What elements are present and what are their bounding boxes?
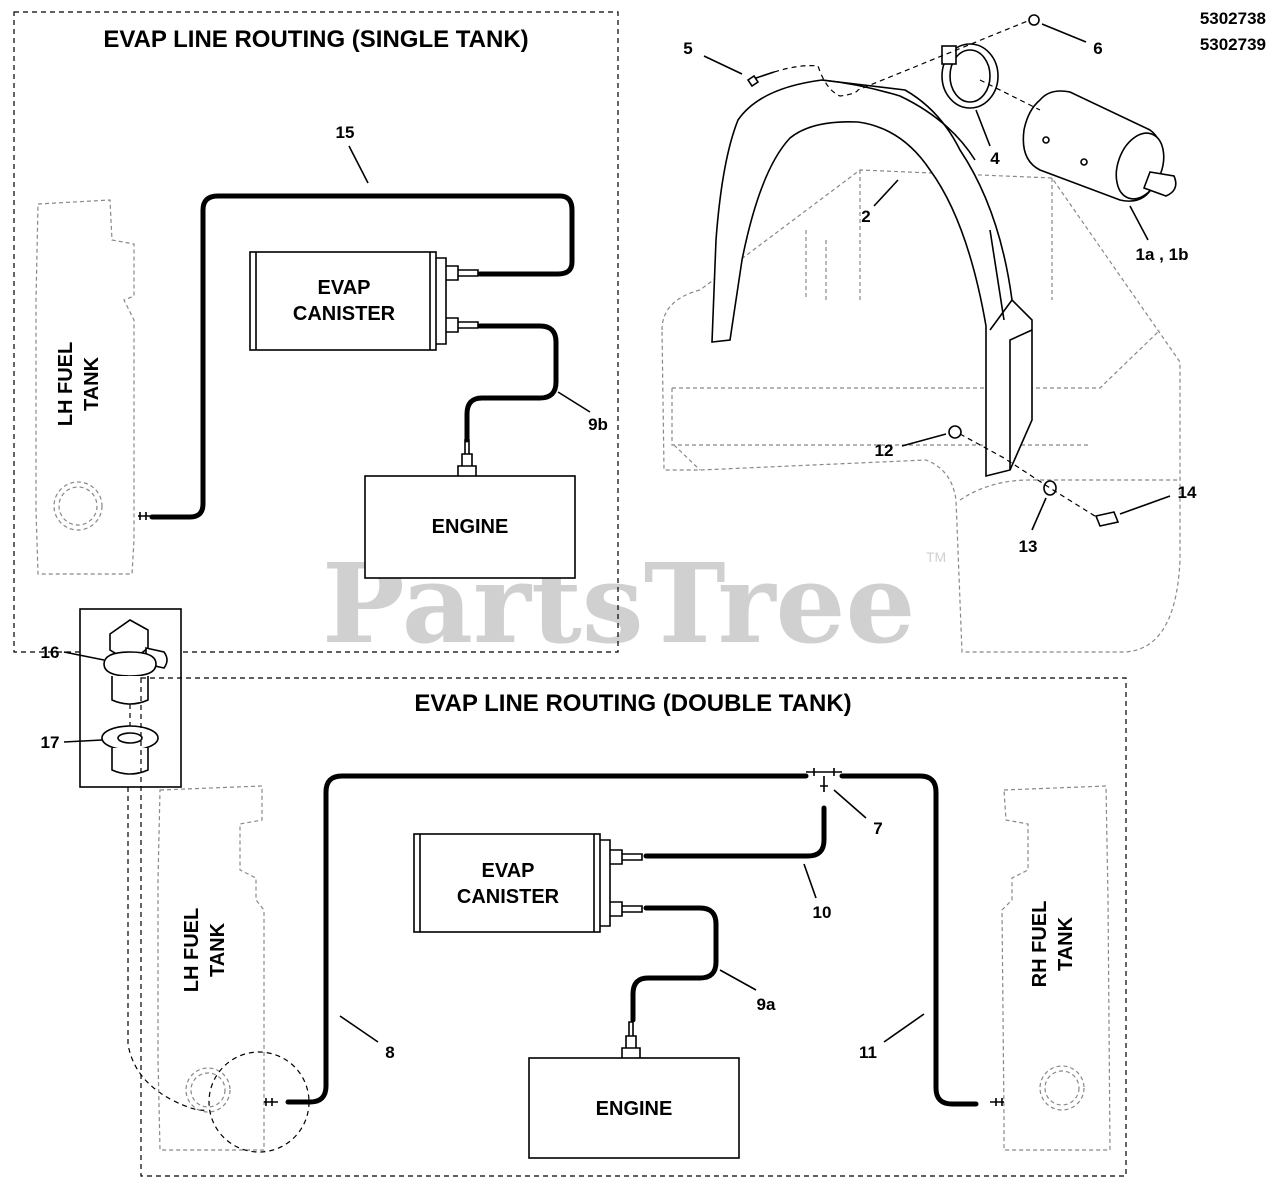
canister-clamp: [941, 43, 999, 109]
callout-9b: 9b: [588, 415, 608, 434]
hose-15: [149, 193, 575, 520]
callout-7: 7: [873, 819, 882, 838]
double-canister-ports: [610, 849, 643, 917]
watermark-trademark: TM: [926, 549, 946, 565]
callout-1a-1b: 1a , 1b: [1136, 245, 1189, 264]
single-tank-filler-outer: [53, 481, 103, 531]
callout-2: 2: [861, 207, 870, 226]
double-evap-canister: EVAP CANISTER: [413, 833, 643, 933]
single-lh-tank-outline: [35, 199, 135, 575]
double-lh-tank-label-1: LH FUEL: [181, 908, 203, 992]
double-engine-fitting: [621, 1021, 641, 1058]
single-engine-label: ENGINE: [432, 516, 509, 538]
double-lh-tank-label-2: TANK: [207, 922, 229, 977]
double-canister-label-1: EVAP: [482, 860, 535, 882]
callout-10: 10: [813, 903, 832, 922]
nut-12: [948, 425, 962, 439]
part-number-2: 5302739: [1200, 35, 1266, 54]
tee-fitting-7: [806, 768, 842, 792]
bolt-14: [1094, 511, 1120, 527]
single-lh-tank-label-2: TANK: [81, 356, 103, 411]
hose-9b: [464, 323, 559, 443]
callout-16: 16: [41, 643, 60, 662]
screw-5: [746, 71, 775, 88]
rollover-valve-detail: 16 17: [41, 608, 207, 1111]
callout-9a: 9a: [757, 995, 776, 1014]
single-tank-filler-inner: [58, 486, 98, 526]
callout-6: 6: [1093, 39, 1102, 58]
part-number-1: 5302738: [1200, 9, 1266, 28]
callout-14: 14: [1178, 483, 1197, 502]
double-canister-label-2: CANISTER: [457, 886, 560, 908]
hose-8: [285, 773, 809, 1105]
callout-11: 11: [859, 1043, 877, 1062]
single-evap-canister: EVAP CANISTER: [249, 251, 479, 351]
double-engine: ENGINE: [528, 1021, 740, 1159]
double-rh-tank-label-1: RH FUEL: [1029, 901, 1051, 988]
double-engine-label: ENGINE: [596, 1098, 673, 1120]
part-numbers: 5302738 5302739: [1200, 9, 1266, 54]
callout-8: 8: [385, 1043, 394, 1062]
hose-10: [643, 805, 827, 859]
callout-12: 12: [875, 441, 894, 460]
single-engine-fitting: [457, 439, 477, 476]
double-tank-section: EVAP LINE ROUTING (DOUBLE TANK) LH FUEL …: [140, 677, 1127, 1177]
single-canister-label-1: EVAP: [318, 277, 371, 299]
single-canister-label-2: CANISTER: [293, 303, 396, 325]
single-lh-tank-label-1: LH FUEL: [55, 342, 77, 426]
rops-assembly: 5 6 4 2 1a , 1b 12 13 14: [661, 14, 1197, 653]
callout-4: 4: [990, 149, 1000, 168]
nut-6: [1028, 14, 1040, 26]
double-rh-tank-label-2: TANK: [1055, 916, 1077, 971]
single-engine: ENGINE: [364, 439, 576, 579]
single-tank-title: EVAP LINE ROUTING (SINGLE TANK): [103, 26, 528, 53]
double-tank-title: EVAP LINE ROUTING (DOUBLE TANK): [414, 690, 851, 717]
single-tank-fitting: [138, 512, 152, 520]
double-rh-tank-fitting: [990, 1098, 1004, 1106]
assembly-canister: [1022, 90, 1177, 202]
callout-17: 17: [41, 733, 60, 752]
double-rh-tank-outline: [1001, 785, 1111, 1151]
double-lh-tank-fitting: [264, 1098, 278, 1106]
single-tank-frame: [13, 11, 619, 653]
hose-9a: [630, 905, 719, 1023]
chassis-outline: [661, 169, 1181, 653]
hose-11: [839, 773, 979, 1107]
single-tank-section: EVAP LINE ROUTING (SINGLE TANK) LH FUEL …: [13, 11, 619, 653]
callout-13: 13: [1019, 537, 1038, 556]
double-lh-tank-outline: [157, 785, 265, 1151]
callout-15: 15: [336, 123, 355, 142]
single-canister-ports: [446, 265, 479, 333]
washer-13: [1043, 480, 1057, 496]
callout-5: 5: [683, 39, 692, 58]
rops-frame: [711, 79, 1033, 478]
